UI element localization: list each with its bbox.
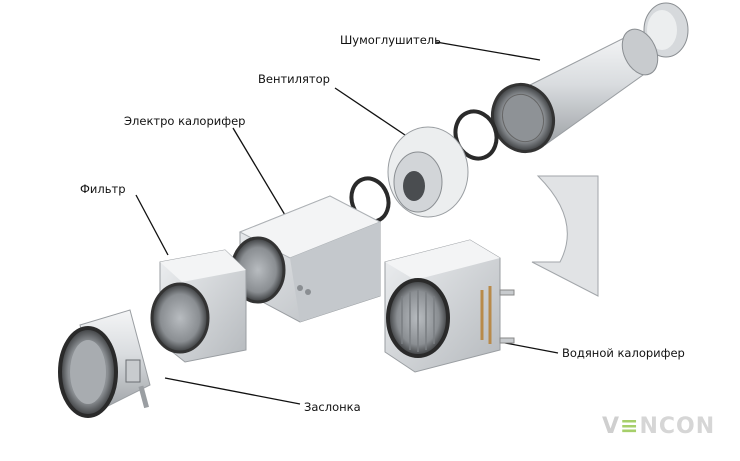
silencer — [491, 28, 659, 154]
end-cap — [643, 2, 689, 58]
label-fan: Вентилятор — [258, 72, 330, 86]
leader-lines — [135, 41, 559, 405]
vencon-watermark: V≡NCON — [602, 414, 716, 439]
label-water-heater: Водяной калорифер — [562, 346, 685, 360]
leader-electric-heater — [232, 127, 286, 216]
label-electric-heater: Электро калорифер — [124, 114, 246, 128]
leader-fan — [334, 87, 406, 136]
damper — [58, 309, 151, 418]
label-damper: Заслонка — [304, 400, 361, 414]
label-filter: Фильтр — [80, 182, 126, 196]
leader-damper — [164, 377, 301, 405]
filter — [150, 249, 247, 363]
label-silencer: Шумоглушитель — [340, 33, 441, 47]
leader-water-heater — [499, 341, 559, 354]
wall-bracket — [531, 175, 599, 297]
electric-heater — [230, 195, 382, 323]
leader-silencer — [435, 41, 541, 61]
leader-filter — [135, 194, 169, 256]
fan — [387, 126, 469, 218]
water-heater — [384, 239, 515, 373]
